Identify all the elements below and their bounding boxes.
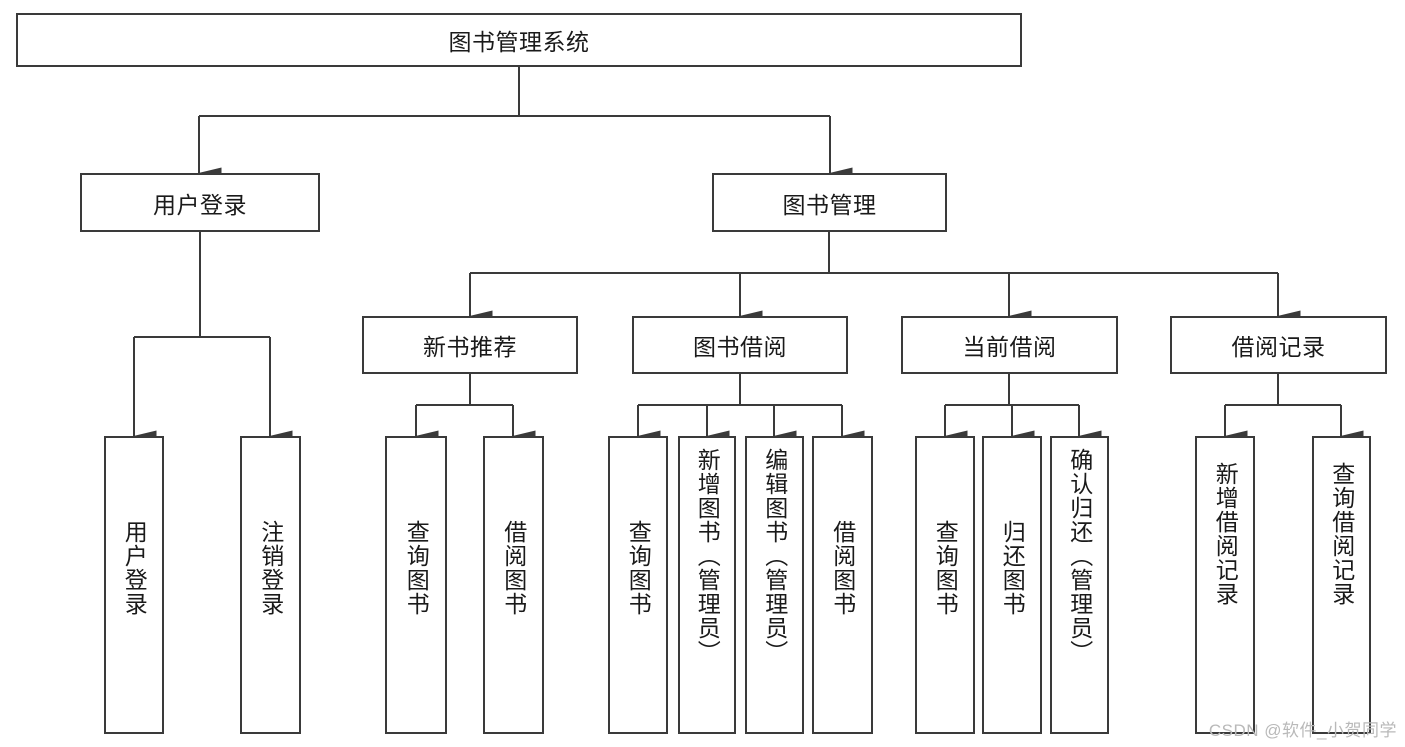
node-label: 编辑图书（管理员） — [761, 448, 788, 664]
node-leaf-borrow-book-2[interactable]: 借阅图书 — [812, 436, 873, 734]
node-label: 图书管理系统 — [448, 29, 590, 55]
node-new-book-recommend[interactable]: 新书推荐 — [362, 316, 578, 374]
node-label: 图书管理 — [782, 191, 877, 218]
node-label: 借阅记录 — [1231, 334, 1326, 360]
node-leaf-query-book-2[interactable]: 查询图书 — [608, 436, 668, 734]
node-leaf-query-borrow-record[interactable]: 查询借阅记录 — [1312, 436, 1371, 734]
node-label: 新增图书（管理员） — [694, 448, 721, 664]
node-label: 注销登录 — [257, 520, 284, 616]
node-label: 查询图书 — [625, 520, 652, 616]
node-leaf-add-borrow-record[interactable]: 新增借阅记录 — [1195, 436, 1255, 734]
node-book-management[interactable]: 图书管理 — [712, 173, 947, 232]
node-label: 借阅图书 — [829, 520, 856, 616]
node-label: 查询图书 — [403, 520, 430, 616]
node-label: 用户登录 — [153, 191, 247, 218]
node-leaf-edit-book-admin[interactable]: 编辑图书（管理员） — [745, 436, 804, 734]
watermark: CSDN @软件_小贺同学 — [1208, 721, 1397, 740]
node-leaf-query-book-3[interactable]: 查询图书 — [915, 436, 975, 734]
node-label: 图书借阅 — [693, 334, 787, 360]
node-current-borrow[interactable]: 当前借阅 — [901, 316, 1118, 374]
node-leaf-query-book-1[interactable]: 查询图书 — [385, 436, 447, 734]
node-label: 用户登录 — [121, 520, 148, 616]
node-label: 确认归还（管理员） — [1066, 448, 1093, 664]
node-label: 查询借阅记录 — [1328, 462, 1355, 606]
node-label: 借阅图书 — [500, 520, 527, 616]
node-book-management-system[interactable]: 图书管理系统 — [16, 13, 1022, 67]
node-label: 当前借阅 — [962, 334, 1057, 360]
node-book-borrow[interactable]: 图书借阅 — [632, 316, 848, 374]
node-leaf-logout[interactable]: 注销登录 — [240, 436, 301, 734]
node-label: 新增借阅记录 — [1212, 462, 1239, 606]
node-leaf-confirm-return-admin[interactable]: 确认归还（管理员） — [1050, 436, 1109, 734]
node-leaf-user-login[interactable]: 用户登录 — [104, 436, 164, 734]
node-user-login[interactable]: 用户登录 — [80, 173, 320, 232]
node-borrow-record[interactable]: 借阅记录 — [1170, 316, 1387, 374]
node-label: 查询图书 — [932, 520, 959, 616]
node-leaf-add-book-admin[interactable]: 新增图书（管理员） — [678, 436, 736, 734]
node-label: 新书推荐 — [423, 334, 517, 360]
node-label: 归还图书 — [999, 520, 1026, 616]
node-leaf-return-book[interactable]: 归还图书 — [982, 436, 1042, 734]
node-leaf-borrow-book-1[interactable]: 借阅图书 — [483, 436, 544, 734]
